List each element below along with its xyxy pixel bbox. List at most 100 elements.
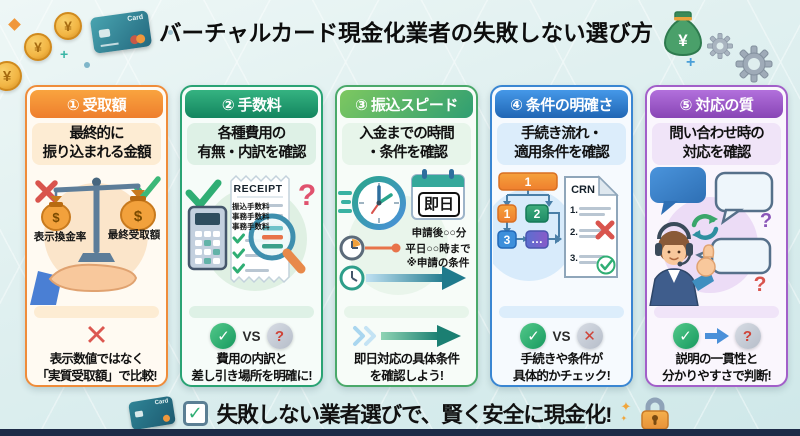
clock-icon: [352, 176, 406, 230]
card3-verdict-icons: [337, 321, 476, 351]
vs-label: VS: [552, 328, 571, 344]
receipt-item: 事務手数料: [232, 212, 270, 221]
card4-conclusion: 手続きや条件が具体的かチェック!: [513, 352, 611, 383]
card2-header: ② 手数料: [185, 90, 318, 118]
receipt-illustration: ? RECEIPT 振込手数料 事務手数料 事務手数料: [183, 165, 320, 306]
receipt-title: RECEIPT: [233, 183, 282, 195]
gear-icon: [735, 45, 773, 83]
cross-circle-icon: ✕: [576, 323, 603, 349]
speed-illustration: 即日 申請後○○分 平日○○時まで ※申請の条件: [338, 165, 475, 306]
speed-arrow-icon: [352, 325, 461, 347]
svg-text:1: 1: [504, 207, 511, 221]
condition-note: ※申請の条件: [406, 257, 470, 269]
card2-verdict-icons: ✓ VS ?: [182, 321, 321, 351]
card4-subtitle: 手続き流れ・ 適用条件を確認: [497, 123, 626, 165]
card4-verdict-icons: ✓ VS ✕: [492, 321, 631, 351]
document-icon: CRN 1. 2. 3.: [564, 175, 619, 278]
speech-bubble-outline-icon: [714, 171, 774, 225]
question-circle-icon: ?: [266, 323, 293, 349]
money-bag-icon: ¥: [664, 11, 703, 56]
page-title: バーチャルカード現金化業者の失敗しない選び方: [159, 21, 654, 46]
cross-icon: [595, 220, 615, 240]
receipt-item: 振込手数料: [232, 202, 270, 211]
balance-scale-illustration: $ $ 表示換金率 最終受取額: [28, 165, 165, 306]
vs-label: VS: [242, 328, 261, 344]
card3-conclusion: 即日対応の具体条件を確認しよう!: [353, 352, 460, 383]
cross-icon: ✕: [84, 319, 109, 352]
check-circle-icon: [596, 255, 616, 275]
check-icon: [185, 179, 222, 209]
flowchart-illustration: 1 1 2 3 … CRN 1. 2. 3.: [493, 165, 630, 306]
svg-text:¥: ¥: [678, 31, 688, 50]
question-circle-icon: ?: [734, 323, 761, 349]
card1-shelf: [34, 306, 159, 318]
money-bag-large-icon: $: [120, 190, 156, 231]
deadline-note: 平日○○時まで: [405, 243, 471, 255]
arrow-right-icon: [704, 328, 729, 344]
credit-card-icon: Card: [89, 10, 153, 54]
card5-conclusion: 説明の一貫性と分かりやすさで判断!: [662, 352, 771, 383]
document-title: CRN: [571, 184, 595, 196]
question-icon: ?: [298, 179, 316, 212]
svg-text:3: 3: [504, 233, 511, 247]
question-icon: ?: [754, 273, 767, 296]
scale-right-label: 最終受取額: [107, 229, 161, 241]
card-transfer-speed: ③ 振込スピード 入金までの時間 ・条件を確認: [335, 85, 478, 387]
yen-coin-icon: ¥: [24, 33, 52, 61]
hand-icon: [30, 263, 138, 305]
credit-card-icon: Card: [127, 395, 176, 431]
footer-message: 失敗しない業者選びで、賢く安全に現金化!: [216, 402, 613, 427]
card1-header: ① 受取額: [30, 90, 163, 118]
card2-shelf: [189, 306, 314, 318]
svg-text:$: $: [52, 210, 60, 225]
card-fees: ② 手数料 各種費用の 有無・内訳を確認: [180, 85, 323, 387]
dot-deco: [168, 30, 173, 35]
padlock-icon: [641, 397, 670, 430]
dot-deco: [84, 62, 90, 68]
arrow-right-icon: [366, 266, 466, 290]
receipt-item: 事務手数料: [232, 222, 270, 231]
question-icon: ?: [760, 210, 772, 232]
svg-text:1: 1: [525, 175, 532, 189]
card2-conclusion: 費用の内訳と差し引き場所を明確に!: [191, 352, 312, 383]
card5-shelf: [654, 306, 779, 318]
check-circle-icon: ✓: [520, 323, 547, 349]
card1-conclusion: 表示数値ではなく「実質受取額」で比較!: [36, 352, 157, 383]
magnifier-icon: [248, 213, 306, 274]
card5-subtitle: 問い合わせ時の 対応を確認: [652, 123, 781, 165]
svg-text:1.: 1.: [570, 205, 578, 216]
card4-header: ④ 条件の明確さ: [495, 90, 628, 118]
gear-icon: [707, 33, 733, 59]
sync-arrows-icon: [691, 214, 719, 240]
plus-deco: +: [686, 54, 696, 71]
speech-bubble-filled-icon: [650, 167, 706, 215]
card-brand-label: Card: [126, 13, 144, 23]
checkbox-icon: ✓: [182, 400, 208, 426]
check-circle-icon: ✓: [210, 323, 237, 349]
card-support-quality: ⑤ 対応の質 問い合わせ時の 対応を確認 ?: [645, 85, 788, 387]
svg-text:2.: 2.: [570, 227, 578, 238]
footer: Card ✓ 失敗しない業者選びで、賢く安全に現金化! ✦✦: [0, 395, 800, 431]
card1-verdict-icons: ✕: [27, 321, 166, 351]
svg-text:…: …: [531, 232, 543, 246]
check-icon: [232, 233, 245, 274]
page-header: Card バーチャルカード現金化業者の失敗しない選び方 ¥: [89, 8, 704, 56]
same-day-badge: 即日: [418, 192, 460, 217]
scale-left-label: 表示換金率: [33, 231, 87, 243]
card-condition-clarity: ④ 条件の明確さ 手続き流れ・ 適用条件を確認: [490, 85, 633, 387]
sparkle-icon: ✦✦: [620, 399, 632, 423]
diamond-deco: [8, 18, 21, 31]
plus-deco: +: [60, 46, 69, 62]
card3-header: ③ 振込スピード: [340, 90, 473, 118]
card1-subtitle: 最終的に 振り込まれる金額: [32, 123, 161, 165]
timer-clock-icon: [339, 265, 365, 291]
card-received-amount: ① 受取額 最終的に 振り込まれる金額 $: [25, 85, 168, 387]
svg-text:2: 2: [534, 207, 541, 221]
check-circle-icon: ✓: [672, 323, 699, 349]
balance-scale-icon: [53, 177, 141, 262]
flowchart-icon: 1 1 2 3 …: [497, 172, 562, 249]
minutes-note: 申請後○○分: [411, 227, 467, 239]
support-illustration: ? ?: [648, 165, 785, 306]
bottom-accent-bar: [0, 429, 800, 436]
